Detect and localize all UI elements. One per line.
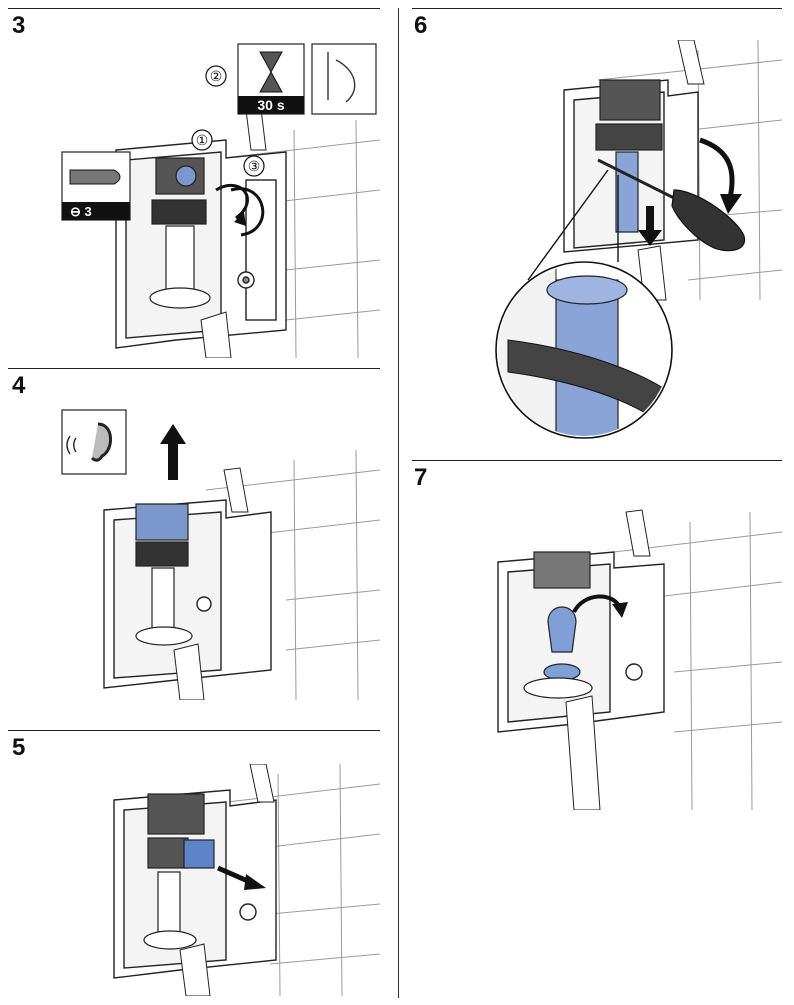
step-7-rule xyxy=(412,460,782,461)
step-5-rule xyxy=(8,730,380,731)
step-4-number: 4 xyxy=(12,372,25,400)
svg-text:①: ① xyxy=(196,132,209,148)
step-5-number: 5 xyxy=(12,734,25,762)
step-4-illustration xyxy=(56,400,380,700)
step-7-number: 7 xyxy=(414,464,427,492)
step-3-rule xyxy=(8,8,380,9)
column-divider xyxy=(398,8,399,998)
timer-label: 30 s xyxy=(257,97,284,113)
callout-3: ③ xyxy=(244,156,264,176)
step-3-illustration: 30 s ⊖ 3 ① ② ③ xyxy=(56,40,380,358)
tool-label: ⊖ 3 xyxy=(70,204,92,219)
step-6-number: 6 xyxy=(414,12,427,40)
listen-ear-icon xyxy=(62,410,126,474)
up-arrow-icon xyxy=(160,424,186,480)
step-6-illustration xyxy=(468,40,782,440)
callout-1: ① xyxy=(192,130,212,150)
step-6-rule xyxy=(412,8,782,9)
step-5-illustration xyxy=(100,764,380,996)
callout-2: ② xyxy=(206,66,226,86)
step-4-rule xyxy=(8,368,380,369)
svg-text:②: ② xyxy=(210,68,223,84)
step-3-number: 3 xyxy=(12,12,25,40)
flush-cistern-icon xyxy=(312,44,376,114)
svg-text:③: ③ xyxy=(248,158,261,174)
step-7-illustration xyxy=(494,492,782,810)
